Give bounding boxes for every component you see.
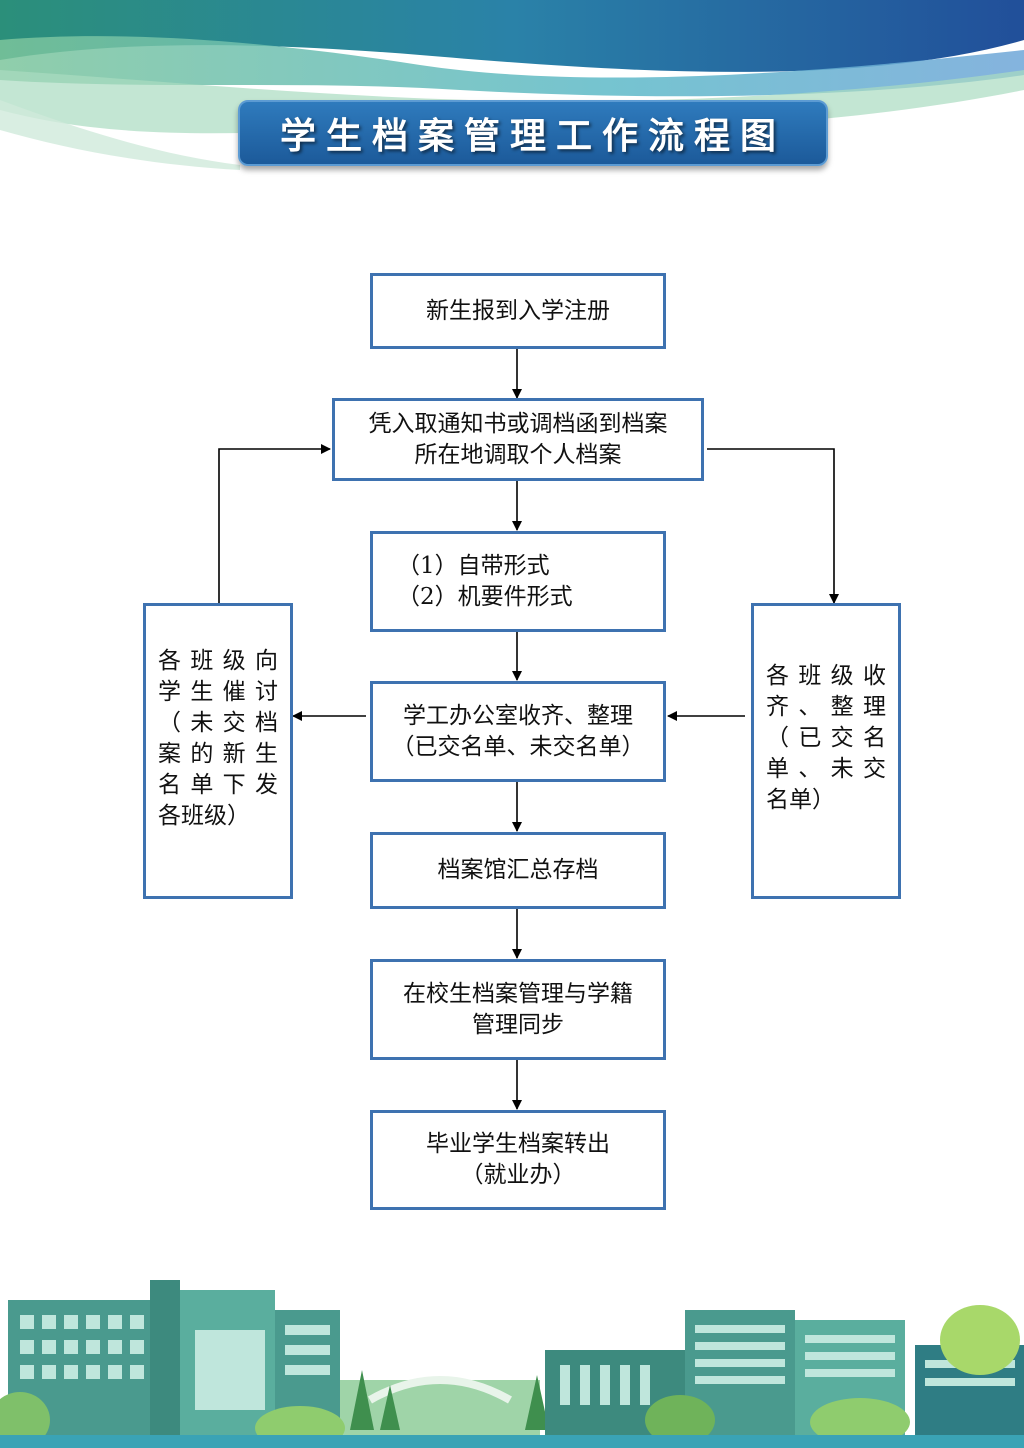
step-sync: 在校生档案管理与学籍 管理同步 [370,959,666,1060]
step-archive: 档案馆汇总存档 [370,832,666,909]
right-box-line: 名单） [766,787,835,813]
step-retrieve-line1: 凭入取通知书或调档函到档案 [368,410,668,437]
step-forms: （1）自带形式 （2）机要件形式 [370,531,666,632]
page-title: 学生档案管理工作流程图 [279,115,786,157]
left-box-line: 学生催讨 [158,679,278,705]
title-banner: 学生档案管理工作流程图 [238,100,828,166]
step-office-line1: 学工办公室收齐、整理 [403,702,633,729]
step-forms-line1: （1）自带形式 [397,552,550,579]
right-collect-box: 各班级收 齐、整理 （已交名 单、未交 名单） [751,603,901,899]
step-register: 新生报到入学注册 [370,273,666,349]
right-box-line: （已交名 [766,725,886,751]
left-box-line: 案的新生 [158,741,278,767]
left-box-line: 名单下发 [158,772,278,798]
step-graduate-line2: （就业办） [460,1162,576,1188]
right-box-line: 齐、整理 [766,694,886,720]
step-sync-line2: 管理同步 [472,1011,564,1038]
step-archive-text: 档案馆汇总存档 [437,857,599,883]
step-sync-line1: 在校生档案管理与学籍 [403,980,633,1007]
arrow-left-loop [218,444,331,604]
step-forms-line2: （2）机要件形式 [397,583,573,610]
right-box-line: 单、未交 [766,756,886,782]
step-graduate-transfer: 毕业学生档案转出 （就业办） [370,1110,666,1210]
step-office-collect: 学工办公室收齐、整理 （已交名单、未交名单） [370,681,666,782]
step-retrieve-file: 凭入取通知书或调档函到档案 所在地调取个人档案 [332,398,704,481]
step-retrieve-line2: 所在地调取个人档案 [414,441,622,468]
arrow-right-branch [707,448,839,604]
campus-skyline-decoration [0,1280,1024,1448]
step-office-line2: （已交名单、未交名单） [391,733,645,760]
step-register-text: 新生报到入学注册 [426,297,610,324]
left-box-line: 各班级） [158,803,250,829]
right-box-line: 各班级收 [766,663,886,689]
left-box-line: 各班级向 [158,648,278,674]
left-box-line: （未交档 [158,710,278,736]
step-graduate-line1: 毕业学生档案转出 [426,1131,610,1157]
left-reminder-box: 各班级向 学生催讨 （未交档 案的新生 名单下发 各班级） [143,603,293,899]
